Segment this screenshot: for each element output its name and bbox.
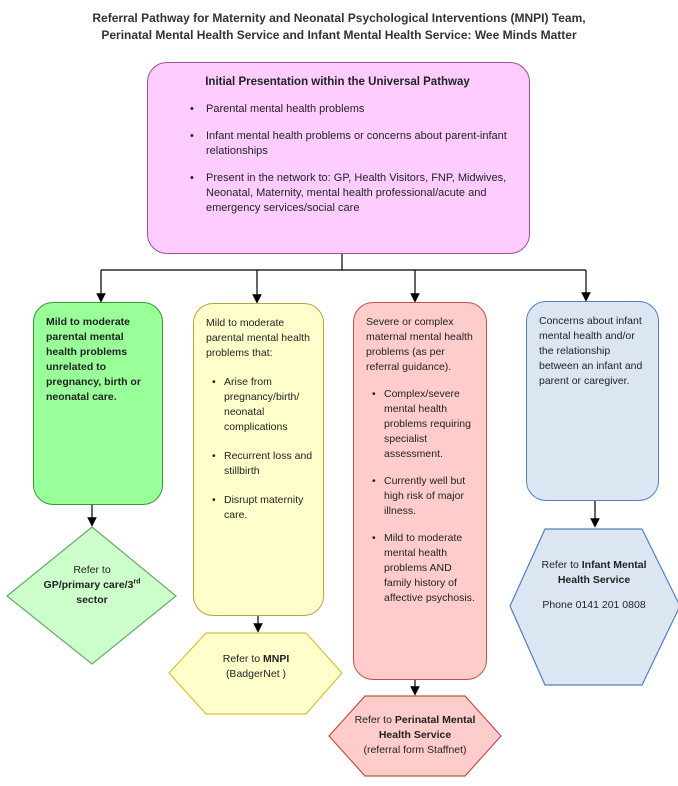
initial-heading: Initial Presentation within the Universa… [205,76,470,88]
initial-presentation-box: Initial Presentation within the Universa… [147,62,530,254]
severe-item: Complex/severe mental health problems re… [366,387,478,462]
severe-text: Severe or complex maternal mental health… [366,316,473,373]
severe-complex-box: Severe or complex maternal mental health… [353,302,487,680]
mnpi-text: Mild to moderate parental mental health … [206,317,310,359]
infant-phone: Phone 0141 201 0808 [542,599,646,611]
mnpi-refer-line: Refer to MNPI [222,653,290,665]
gp-refer-prefix: Refer to [73,564,111,576]
severe-item: Currently well but high risk of major il… [366,474,478,519]
mnpi-item: Disrupt maternity care. [206,493,315,523]
mnpi-refer-hexagon [168,632,343,715]
diagram-title: Referral Pathway for Maternity and Neona… [0,10,678,44]
gp-refer-target: GP/primary care/3rd sector [43,578,141,607]
perinatal-refer-line: Refer to Perinatal Mental Health Service [354,714,476,741]
mnpi-item: Arise from pregnancy/birth/ neonatal com… [206,375,315,435]
infant-refer-hexagon [509,528,678,686]
mild-text: Mild to moderate parental mental health … [46,316,141,403]
mnpi-refer-text: Refer to MNPI (BadgerNet ) [196,652,316,682]
mild-moderate-box: Mild to moderate parental mental health … [33,302,163,505]
perinatal-refer-text: Refer to Perinatal Mental Health Service… [350,713,480,758]
infant-concerns-box: Concerns about infant mental health and/… [526,301,659,501]
infant-refer-text: Refer to Infant Mental Health Service Ph… [540,558,648,613]
title-line-1: Referral Pathway for Maternity and Neona… [92,11,586,25]
initial-item: Infant mental health problems or concern… [184,129,511,159]
infant-refer-line: Refer to Infant Mental Health Service [541,559,647,586]
mnpi-item: Recurrent loss and stillbirth [206,449,315,479]
mnpi-criteria-box: Mild to moderate parental mental health … [193,303,324,616]
gp-refer-text: Refer to GP/primary care/3rd sector [42,563,142,608]
severe-item: Mild to moderate mental health problems … [366,531,478,606]
initial-item: Parental mental health problems [184,102,511,117]
initial-item: Present in the network to: GP, Health Vi… [184,171,511,216]
mnpi-refer-note: (BadgerNet ) [225,668,287,680]
title-line-2: Perinatal Mental Health Service and Infa… [101,28,577,42]
mnpi-list: Arise from pregnancy/birth/ neonatal com… [206,375,315,523]
infant-text: Concerns about infant mental health and/… [539,315,643,387]
gp-refer-diamond [6,526,177,665]
perinatal-refer-note: (referral form Staffnet) [363,744,467,756]
perinatal-refer-hexagon [328,695,502,777]
initial-list: Parental mental health problems Infant m… [184,102,511,216]
severe-list: Complex/severe mental health problems re… [366,387,478,606]
